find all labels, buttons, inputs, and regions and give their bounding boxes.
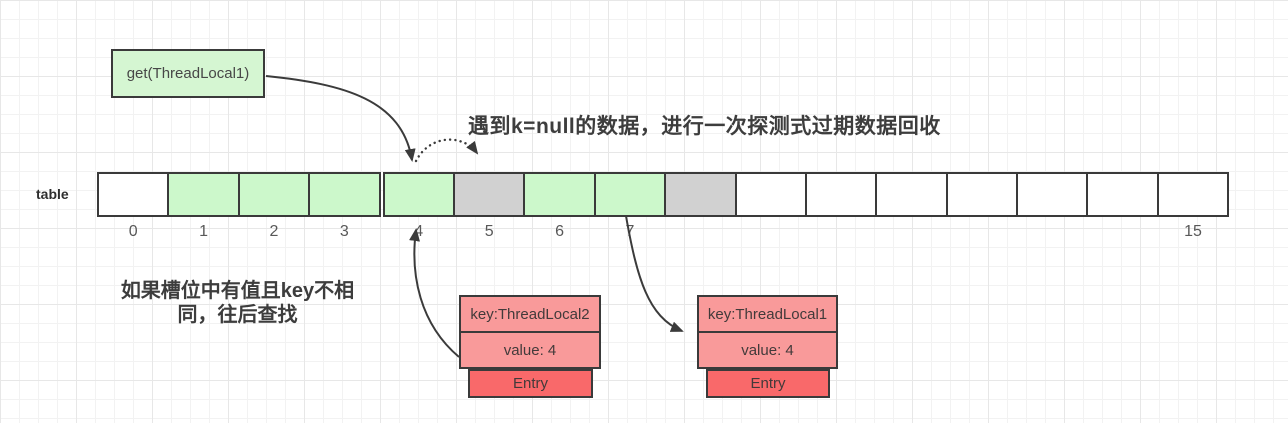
get-call-box: get(ThreadLocal1)	[111, 49, 265, 98]
slot-index-label-1: 1	[199, 223, 209, 240]
table-slot-2: 2	[237, 172, 311, 240]
entry1-key-cell: key:ThreadLocal1	[697, 295, 838, 333]
table-slot-5: 5	[452, 172, 526, 240]
slot-index-label-6: 6	[555, 223, 564, 240]
table-slot-4: 4	[382, 172, 455, 240]
entry2-key-cell: key:ThreadLocal2	[459, 295, 601, 333]
collision-annotation-line1: 如果槽位中有值且key不相	[120, 280, 355, 302]
table-slot-10	[804, 172, 878, 217]
slot-index-label-4: 4	[414, 223, 424, 240]
slot-index-label-0: 0	[128, 223, 138, 240]
table-slot-14	[1086, 172, 1159, 217]
collision-annotation: 如果槽位中有值且key不相 同，往后查找	[95, 279, 380, 327]
probe-next-dotted-arc	[414, 138, 479, 163]
entry1-value-cell: value: 4	[697, 331, 838, 369]
slot-index-label-2: 2	[269, 223, 279, 240]
slot-index-label-15: 15	[1184, 223, 1202, 240]
get-call-label: get(ThreadLocal1)	[126, 65, 250, 82]
slot-row: 0 1 2 3 4 5 6 7 15	[97, 172, 1230, 240]
entry2-label-cell: Entry	[468, 369, 593, 398]
table-slot-7: 7	[593, 172, 667, 240]
slot-index-label-5: 5	[484, 223, 494, 240]
slot-index-label-3: 3	[339, 223, 349, 240]
entry-box-threadlocal1: key:ThreadLocal1 value: 4 Entry	[697, 295, 838, 398]
entry1-label-cell: Entry	[706, 369, 830, 398]
slot-index-label-7: 7	[625, 223, 635, 240]
collision-annotation-line2: 同，往后查找	[177, 304, 298, 326]
table-slot-15: 15	[1156, 172, 1230, 240]
probe-cleanup-annotation: 遇到k=null的数据，进行一次探测式过期数据回收	[468, 115, 941, 138]
table-slot-0: 0	[97, 172, 170, 240]
entry2-value-cell: value: 4	[459, 331, 601, 369]
table-slot-1: 1	[167, 172, 240, 240]
table-slot-6: 6	[523, 172, 596, 240]
table-slot-9	[734, 172, 807, 217]
table-slot-8	[664, 172, 737, 217]
get-to-slot4-arrow	[265, 75, 416, 162]
table-slot-13	[1016, 172, 1089, 217]
entry2-to-slot4-arrow	[409, 228, 460, 358]
table-label: table	[36, 186, 69, 202]
entry-box-threadlocal2: key:ThreadLocal2 value: 4 Entry	[459, 295, 601, 398]
table-slot-3: 3	[308, 172, 381, 240]
table-slot-11	[875, 172, 948, 217]
table-slot-12	[945, 172, 1019, 217]
